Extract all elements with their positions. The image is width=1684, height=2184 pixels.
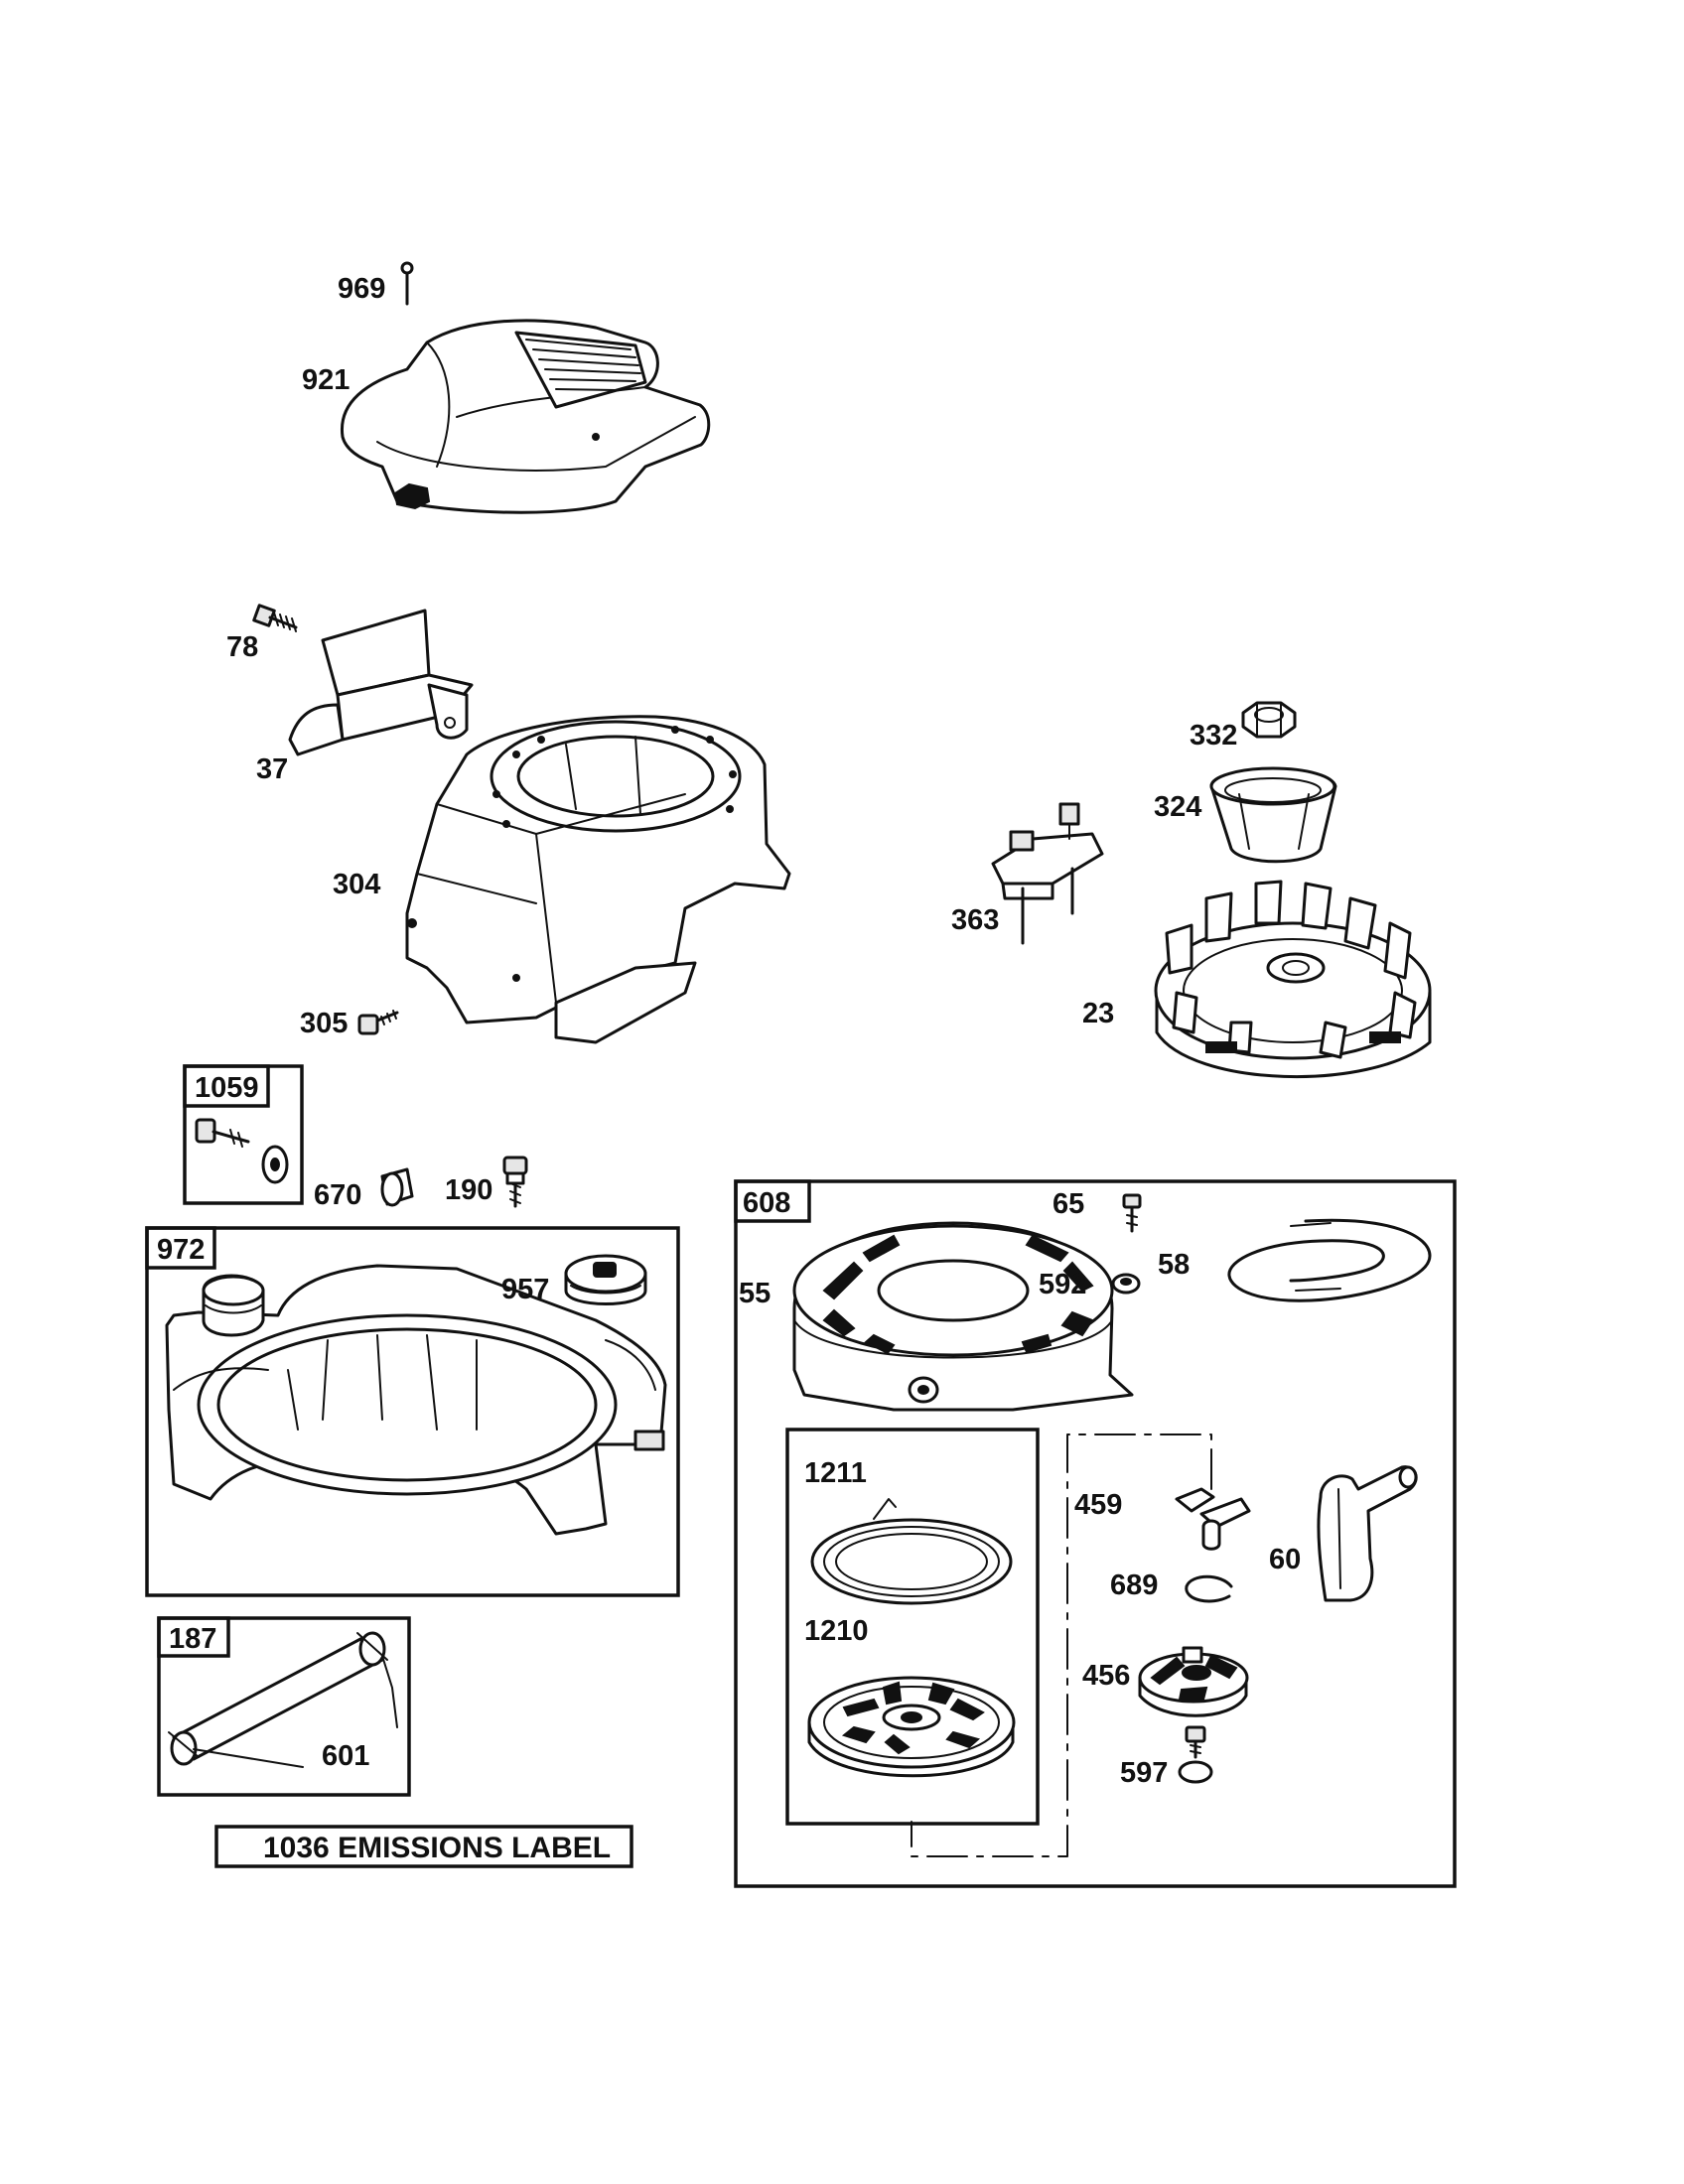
starter-housing-55 (792, 1221, 1134, 1412)
fuel-line-601 (168, 1631, 398, 1768)
callout-78: 78 (226, 631, 258, 663)
callout-597: 597 (1120, 1757, 1168, 1789)
pin-and-washer (195, 1118, 289, 1184)
handle-60 (1317, 1465, 1418, 1602)
callout-190: 190 (445, 1174, 492, 1206)
callout-305: 305 (300, 1008, 348, 1039)
bolt-78 (252, 604, 298, 632)
callout-689: 689 (1110, 1570, 1158, 1601)
kit-box-1059 (183, 1064, 304, 1205)
cup-324 (1209, 766, 1337, 864)
screw-969 (400, 261, 414, 306)
callout-60: 60 (1269, 1544, 1301, 1575)
bracket-363 (991, 802, 1104, 945)
fuel-cap-957 (564, 1254, 647, 1305)
spacer-670 (380, 1167, 414, 1207)
blower-housing-304 (405, 715, 791, 1044)
kit-box-187 (157, 1616, 411, 1797)
nut-592 (1111, 1273, 1141, 1295)
callout-55: 55 (739, 1278, 771, 1309)
rewind-spring-1211 (810, 1498, 1013, 1605)
screw-597 (1178, 1725, 1213, 1784)
box-label-187: 187 (169, 1623, 216, 1655)
callout-332: 332 (1190, 720, 1237, 751)
callout-592: 592 (1039, 1269, 1086, 1300)
stud-190 (502, 1156, 528, 1208)
air-guide-37 (288, 609, 474, 756)
callout-601: 601 (322, 1740, 369, 1772)
dash-connector (911, 1433, 1212, 1857)
callout-670: 670 (314, 1179, 361, 1211)
kit-box-608 (734, 1179, 1457, 1888)
callout-363: 363 (951, 904, 999, 936)
box-label-1059: 1059 (195, 1072, 259, 1104)
callout-23: 23 (1082, 998, 1114, 1029)
emissions-label-text: 1036 EMISSIONS LABEL (263, 1832, 611, 1864)
emissions-label-box (214, 1825, 633, 1868)
callout-324: 324 (1154, 791, 1201, 823)
box-label-972: 972 (157, 1234, 205, 1266)
screw-65 (1122, 1193, 1142, 1233)
callout-37: 37 (256, 753, 288, 785)
bolt-305 (357, 1010, 399, 1035)
retainer-689 (1185, 1574, 1233, 1603)
inner-kit-box (785, 1428, 1040, 1826)
blower-cover-921 (340, 319, 711, 514)
ratchet-456 (1138, 1646, 1249, 1717)
kit-box-972 (145, 1226, 680, 1597)
callout-957: 957 (501, 1274, 549, 1305)
callout-58: 58 (1158, 1249, 1190, 1281)
callout-456: 456 (1082, 1660, 1130, 1692)
fuel-tank (165, 1264, 667, 1536)
pawl-459 (1175, 1487, 1251, 1551)
callout-459: 459 (1074, 1489, 1122, 1521)
callout-65: 65 (1052, 1188, 1084, 1220)
flywheel-23 (1154, 880, 1432, 1079)
nut-332 (1241, 701, 1297, 739)
rope-58 (1227, 1218, 1432, 1302)
callout-921: 921 (302, 364, 350, 396)
pulley-1210 (807, 1676, 1016, 1778)
callout-969: 969 (338, 273, 385, 305)
callout-1210: 1210 (804, 1615, 869, 1647)
callout-1211: 1211 (804, 1457, 867, 1489)
box-label-608: 608 (743, 1187, 790, 1219)
callout-304: 304 (333, 869, 380, 900)
